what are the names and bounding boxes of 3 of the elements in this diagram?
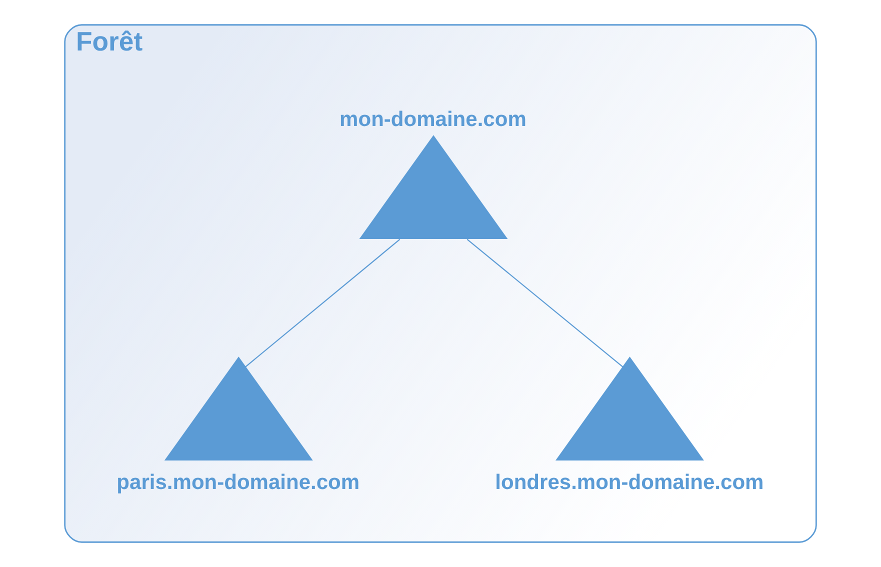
node-label: londres.mon-domaine.com: [495, 470, 764, 494]
node-label: mon-domaine.com: [340, 108, 526, 131]
node-label: paris.mon-domaine.com: [116, 470, 360, 494]
